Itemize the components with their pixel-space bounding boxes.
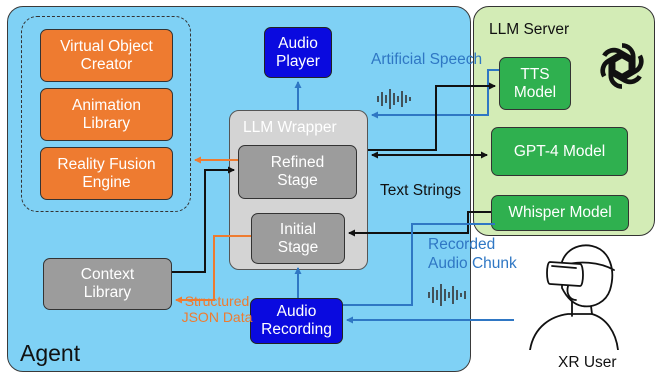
initial-stage-label: Initial Stage (277, 220, 319, 256)
tts-model-box: TTS Model (499, 57, 571, 110)
initial-to-context-arrow (175, 235, 251, 304)
artificial-speech-label: Artificial Speech (371, 51, 483, 68)
text-strings-label: Text Strings (380, 182, 461, 199)
refined-stage-label: Refined Stage (270, 154, 325, 189)
refined-to-tts-arrow (368, 82, 496, 151)
context-library-label: Context Library (80, 266, 135, 301)
whisper-model-label: Whisper Model (508, 204, 612, 222)
sound-wave-icon (377, 89, 411, 109)
reality-fusion-engine-label: Reality Fusion Engine (57, 155, 156, 191)
scene-tools-group (21, 16, 191, 212)
xr-user-label: XR User (558, 354, 617, 371)
refined-stage-box: Refined Stage (238, 145, 357, 199)
recording-to-whisper-arrow (343, 223, 495, 306)
sound-wave-icon (428, 284, 466, 306)
recorded-audio-chunk-label: Recorded Audio Chunk (428, 236, 517, 272)
audio-recording-label: Audio Recording (261, 303, 332, 338)
gpt4-model-box: GPT-4 Model (491, 127, 628, 176)
tts-model-label: TTS Model (513, 65, 557, 101)
reality-fusion-engine-box: Reality Fusion Engine (40, 147, 173, 200)
whisper-to-initial-arrow (348, 211, 491, 237)
animation-library-label: Animation Library (72, 96, 141, 132)
virtual-object-creator-label: Virtual Object Creator (60, 37, 153, 73)
gpt4-model-label: GPT-4 Model (513, 142, 606, 160)
audio-player-box: Audio Player (264, 27, 332, 78)
whisper-model-box: Whisper Model (491, 195, 629, 231)
context-to-refined-arrow (172, 166, 235, 273)
tts-to-wrapper-arrow (371, 69, 499, 119)
agent-label: Agent (20, 340, 81, 366)
structured-json-label: Structured JSON Data (181, 293, 253, 326)
audio-recording-box: Audio Recording (250, 298, 343, 344)
context-library-box: Context Library (43, 258, 172, 310)
audio-player-label: Audio Player (276, 34, 320, 70)
virtual-object-creator-box: Virtual Object Creator (40, 29, 173, 82)
initial-stage-box: Initial Stage (251, 213, 345, 264)
openai-logo-icon (600, 43, 644, 89)
llm-server-label: LLM Server (489, 21, 570, 38)
vr-headset-user-icon (529, 244, 619, 350)
animation-library-box: Animation Library (40, 88, 173, 141)
llm-wrapper-label: LLM Wrapper (243, 119, 337, 136)
